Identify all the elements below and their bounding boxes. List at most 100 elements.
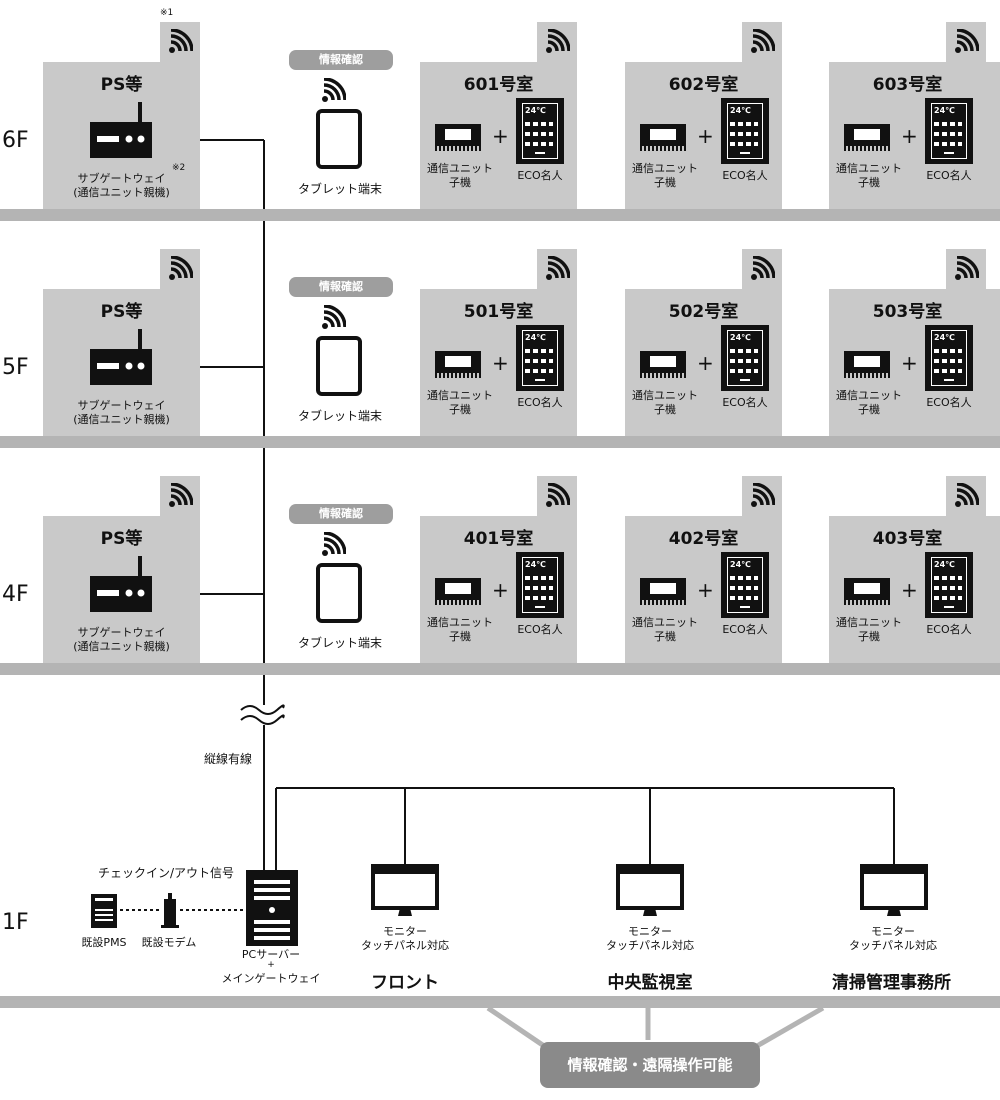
- unit-caption-2: 子機: [858, 403, 880, 416]
- wifi-signal-icon: [546, 256, 570, 280]
- eco-caption: ECO名人: [926, 396, 972, 409]
- floor-slab: [0, 209, 1000, 221]
- unit-caption-2: 子機: [654, 403, 676, 416]
- room-signal-tab: [537, 249, 577, 289]
- eco-controller-icon: 24℃: [516, 325, 564, 391]
- unit-pins: [844, 146, 890, 151]
- wifi-signal-icon: [751, 256, 775, 280]
- floor-label: 6F: [2, 128, 29, 153]
- wifi-signal-icon: [322, 532, 346, 556]
- eco-temp: 24℃: [525, 560, 546, 569]
- unit-caption-2: 子機: [858, 630, 880, 643]
- eco-temp: 24℃: [934, 106, 955, 115]
- unit-caption-1: 通信ユニット: [427, 389, 493, 402]
- room-title: 601号室: [463, 75, 534, 95]
- unit-caption-1: 通信ユニット: [427, 162, 493, 175]
- eco-temp: 24℃: [730, 106, 751, 115]
- unit-caption-1: 通信ユニット: [632, 162, 698, 175]
- ps-title: PS等: [100, 529, 143, 549]
- eco-controller-icon: 24℃: [925, 552, 973, 618]
- eco-caption: ECO名人: [926, 623, 972, 636]
- plus-sign: +: [901, 351, 918, 375]
- unit-caption-1: 通信ユニット: [836, 389, 902, 402]
- wifi-signal-icon: [546, 483, 570, 507]
- unit-pins: [640, 373, 686, 378]
- unit-pins: [435, 600, 481, 605]
- info-check-badge: 情報確認: [289, 50, 393, 70]
- unit-pins: [844, 600, 890, 605]
- room-title: 403号室: [872, 529, 943, 549]
- plus-sign: +: [492, 351, 509, 375]
- wifi-signal-icon: [955, 29, 979, 53]
- plus-sign: +: [697, 124, 714, 148]
- floor-4f: 4F PS等 サブゲートウェイ (通信ユニット親機) 情報確認 タブレット端末 …: [0, 454, 1000, 676]
- eco-caption: ECO名人: [517, 396, 563, 409]
- room-signal-tab: [742, 249, 782, 289]
- floor-6f: 6F ※1 PS等 ※2 サブゲートウェイ (通信ユニット親機) 情報確認 タブ…: [0, 0, 1000, 222]
- wifi-signal-icon: [751, 483, 775, 507]
- wifi-signal-icon: [751, 29, 775, 53]
- room-signal-tab: [537, 22, 577, 62]
- eco-temp: 24℃: [525, 333, 546, 342]
- ps-signal-tab: [160, 22, 200, 62]
- plus-sign: +: [492, 124, 509, 148]
- eco-temp: 24℃: [730, 333, 751, 342]
- unit-caption-2: 子機: [654, 630, 676, 643]
- router-icon: [90, 556, 152, 612]
- note-2: ※2: [172, 163, 186, 173]
- communication-unit-icon: [844, 351, 890, 373]
- eco-temp: 24℃: [934, 560, 955, 569]
- tablet-icon: [316, 336, 362, 396]
- eco-caption: ECO名人: [517, 623, 563, 636]
- tablet-label: タブレット端末: [297, 636, 382, 650]
- ps-caption-2: (通信ユニット親機): [73, 640, 170, 653]
- wifi-signal-icon: [169, 256, 193, 280]
- unit-pins: [435, 373, 481, 378]
- ps-caption-1: サブゲートウェイ: [77, 172, 166, 185]
- eco-controller-icon: 24℃: [925, 98, 973, 164]
- wifi-signal-icon: [955, 256, 979, 280]
- ps-caption-1: サブゲートウェイ: [77, 626, 166, 639]
- info-check-badge: 情報確認: [289, 504, 393, 524]
- unit-pins: [844, 373, 890, 378]
- communication-unit-icon: [435, 351, 481, 373]
- eco-caption: ECO名人: [722, 169, 768, 182]
- floor-slab: [0, 436, 1000, 448]
- communication-unit-icon: [640, 124, 686, 146]
- eco-caption: ECO名人: [722, 623, 768, 636]
- room-signal-tab: [946, 249, 986, 289]
- communication-unit-icon: [435, 124, 481, 146]
- wifi-signal-icon: [546, 29, 570, 53]
- eco-temp: 24℃: [730, 560, 751, 569]
- floor-label: 4F: [2, 582, 29, 607]
- plus-sign: +: [697, 578, 714, 602]
- room-title: 503号室: [872, 302, 943, 322]
- ps-signal-tab: [160, 249, 200, 289]
- tablet-icon: [316, 109, 362, 169]
- unit-caption-1: 通信ユニット: [632, 616, 698, 629]
- plus-sign: +: [492, 578, 509, 602]
- remote-operation-badge: 情報確認・遠隔操作可能: [540, 1042, 760, 1088]
- unit-pins: [435, 146, 481, 151]
- communication-unit-icon: [844, 578, 890, 600]
- note-1: ※1: [160, 8, 174, 18]
- room-signal-tab: [946, 22, 986, 62]
- wifi-signal-icon: [955, 483, 979, 507]
- vertical-wiring-label: 縦線有線: [203, 752, 252, 766]
- room-signal-tab: [946, 476, 986, 516]
- unit-caption-1: 通信ユニット: [836, 162, 902, 175]
- unit-caption-1: 通信ユニット: [632, 389, 698, 402]
- ps-caption-2: (通信ユニット親機): [73, 186, 170, 199]
- wifi-signal-icon: [322, 78, 346, 102]
- router-icon: [90, 102, 152, 158]
- eco-temp: 24℃: [934, 333, 955, 342]
- communication-unit-icon: [844, 124, 890, 146]
- ps-caption-2: (通信ユニット親機): [73, 413, 170, 426]
- eco-controller-icon: 24℃: [516, 98, 564, 164]
- tablet-label: タブレット端末: [297, 409, 382, 423]
- eco-controller-icon: 24℃: [925, 325, 973, 391]
- eco-controller-icon: 24℃: [721, 98, 769, 164]
- room-title: 501号室: [463, 302, 534, 322]
- ps-signal-tab: [160, 476, 200, 516]
- eco-controller-icon: 24℃: [721, 552, 769, 618]
